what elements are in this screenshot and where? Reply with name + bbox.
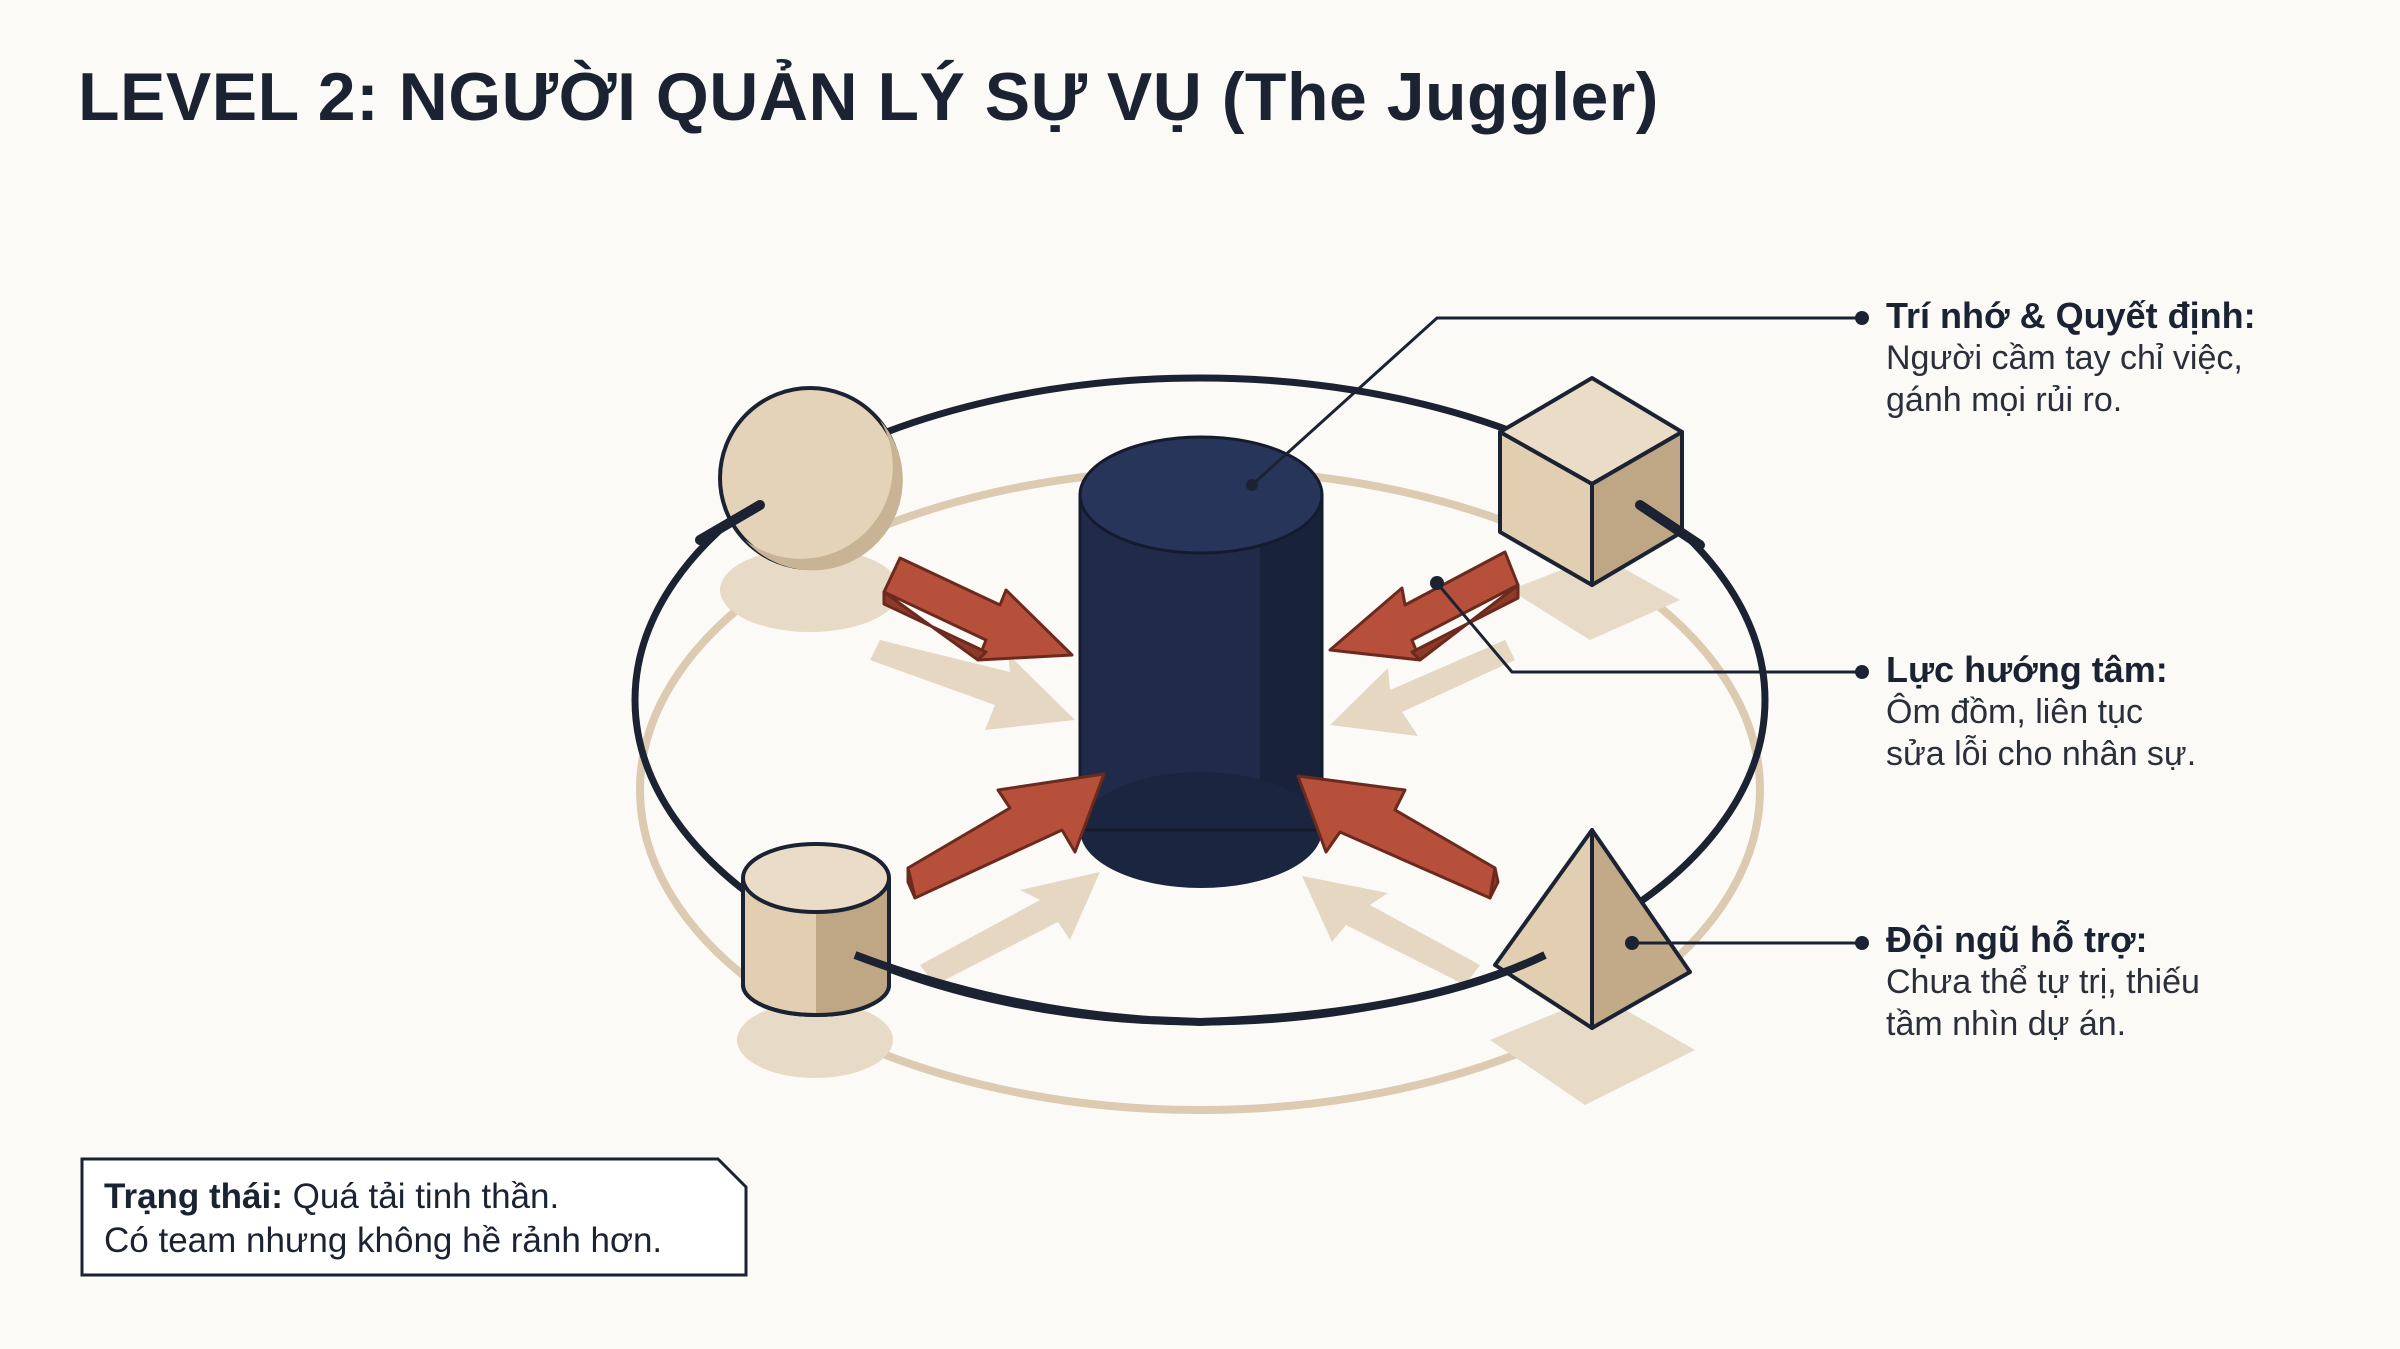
cube-shadow (1510, 555, 1680, 640)
leader-lines (1250, 316, 1862, 945)
callout-line: Người cầm tay chỉ việc, (1886, 339, 2243, 377)
status-box: Trạng thái: Quá tải tinh thần. Có team n… (80, 1157, 748, 1277)
callout-memory-decision: Trí nhớ & Quyết định: Người cầm tay chỉ … (1886, 294, 2326, 421)
centripetal-arrows (882, 550, 1520, 900)
arrow-bottom-left (906, 772, 1106, 900)
sphere-shadow (720, 548, 900, 632)
status-value: Quá tải tinh thần. (292, 1177, 560, 1216)
pyramid-shape (1493, 828, 1692, 1030)
shadow-arrows (870, 640, 1515, 985)
status-label: Trạng thái: (104, 1177, 283, 1216)
callout-centripetal-force: Lực hướng tâm: Ôm đồm, liên tục sửa lỗi … (1886, 648, 2326, 775)
small-cylinder-shape (741, 842, 891, 1017)
callout-line: sửa lỗi cho nhân sự. (1886, 735, 2197, 773)
leader-dots (1430, 311, 1869, 950)
callout-line: tầm nhìn dự án. (1886, 1005, 2127, 1043)
callout-heading: Lực hướng tâm: (1886, 649, 2168, 690)
status-row-2: Có team nhưng không hề rảnh hơn. (104, 1221, 663, 1260)
central-cylinder (1078, 435, 1324, 888)
orbit-ring-front-left (695, 500, 765, 545)
pyramid-shadow (1490, 995, 1695, 1105)
orbit-ring-front-right (1635, 500, 1705, 550)
arrow-top-left (882, 556, 1074, 662)
sphere-shape (718, 386, 903, 571)
status-box-frame (80, 1157, 748, 1277)
orbit-ring-front-bottom (853, 951, 1547, 1027)
cube-shape (1498, 376, 1684, 587)
page-title: LEVEL 2: NGƯỜI QUẢN LÝ SỰ VỤ (The Juggle… (78, 59, 1659, 135)
callout-heading: Trí nhớ & Quyết định: (1886, 295, 2256, 336)
callout-line: Ôm đồm, liên tục (1886, 693, 2143, 731)
callout-line: gánh mọi rủi ro. (1886, 381, 2123, 419)
arrow-bottom-right (1296, 774, 1500, 900)
callout-support-team: Đội ngũ hỗ trợ: Chưa thể tự trị, thiếu t… (1886, 918, 2326, 1045)
status-text: Trạng thái: Quá tải tinh thần. Có team n… (104, 1175, 662, 1263)
callout-heading: Đội ngũ hỗ trợ: (1886, 919, 2148, 960)
callout-line: Chưa thể tự trị, thiếu (1886, 963, 2200, 1001)
status-row-1: Trạng thái: Quá tải tinh thần. (104, 1175, 662, 1219)
arrow-top-right (1328, 550, 1520, 662)
cylinder-small-shadow (737, 1002, 893, 1078)
